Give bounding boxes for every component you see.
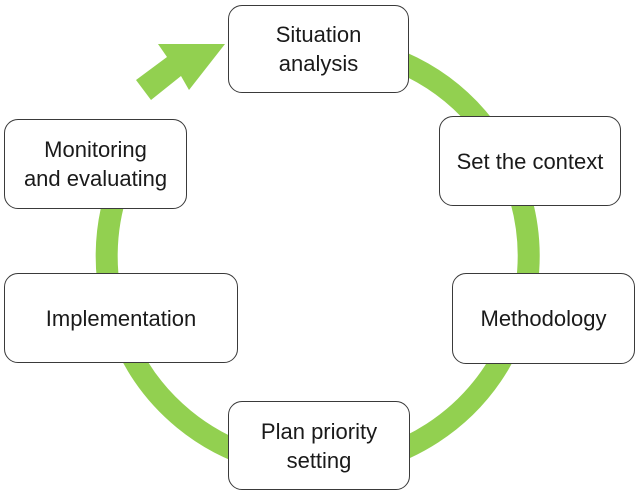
step-situation-analysis: Situation analysis [228, 5, 409, 93]
step-plan-priority-setting: Plan priority setting [228, 401, 410, 490]
step-monitoring-and-evaluating: Monitoring and evaluating [4, 119, 187, 209]
step-methodology: Methodology [452, 273, 635, 364]
step-label: Monitoring and evaluating [23, 137, 168, 191]
step-implementation: Implementation [4, 273, 238, 363]
arrow-head-icon [136, 44, 225, 100]
step-label: Implementation [45, 305, 197, 331]
step-label: Situation analysis [275, 22, 362, 76]
step-label: Plan priority setting [260, 418, 378, 473]
step-label: Methodology [480, 306, 607, 331]
step-set-the-context: Set the context [439, 116, 621, 206]
step-label: Set the context [456, 148, 604, 174]
